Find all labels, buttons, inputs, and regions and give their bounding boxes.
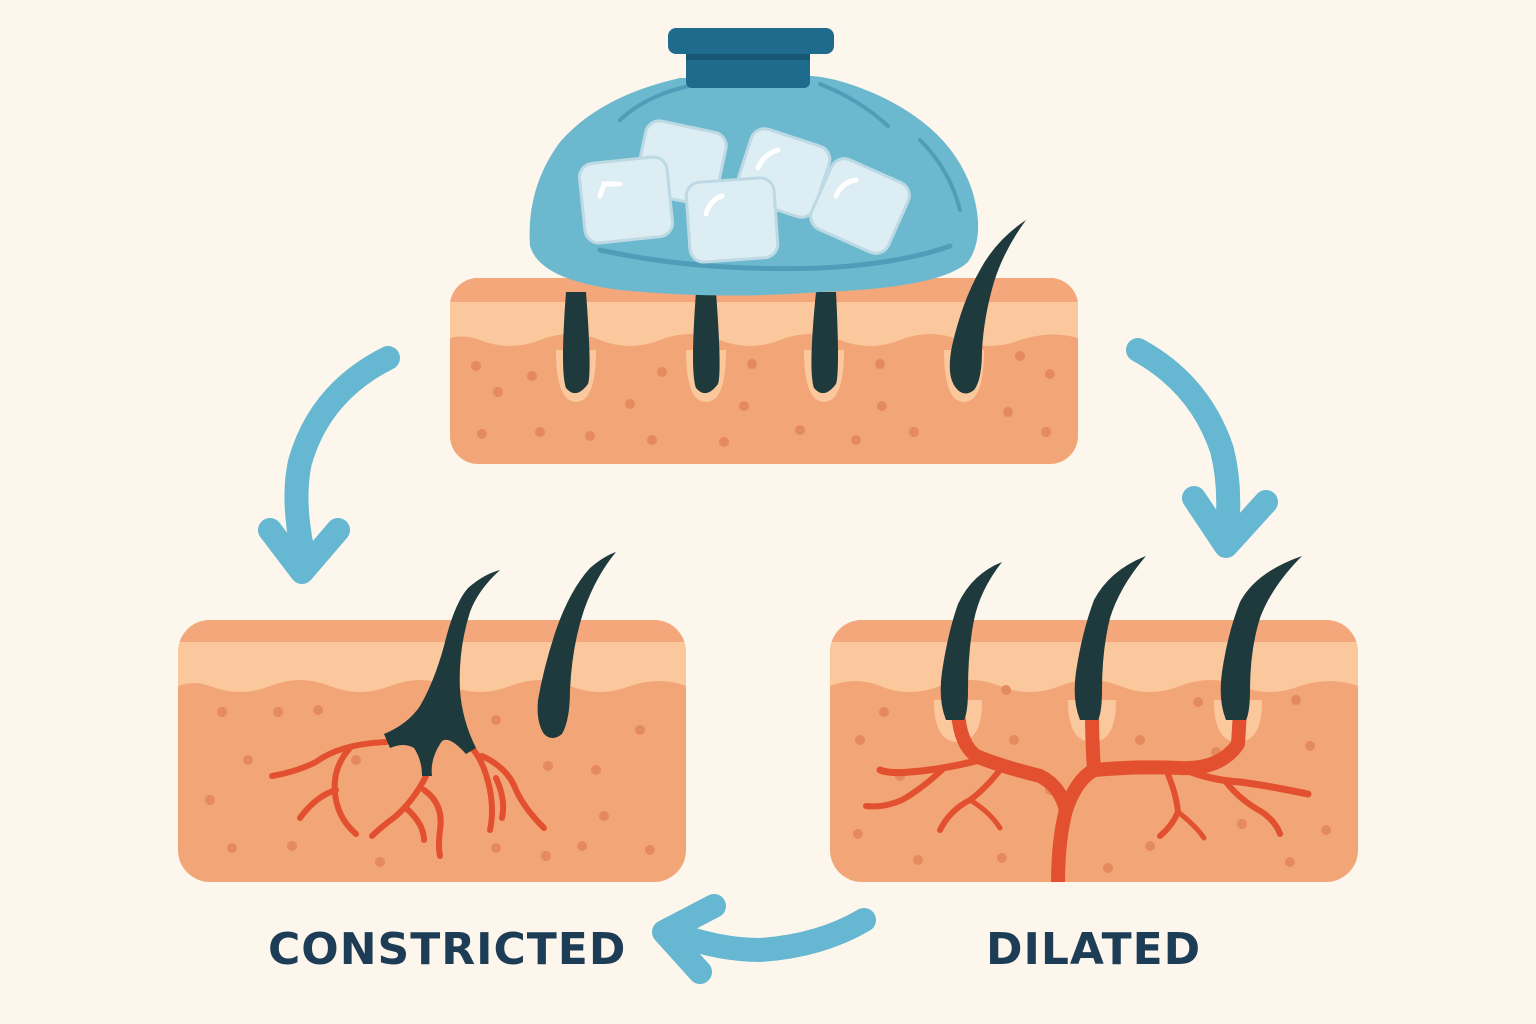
skin-surface-layer	[178, 620, 686, 642]
constricted-label: CONSTRICTED	[268, 924, 627, 975]
blood-vessel-icon	[863, 705, 1312, 882]
ice-highlights	[597, 147, 859, 217]
cycle-arrow-icon	[258, 346, 400, 584]
ice-pack-icon	[529, 28, 979, 296]
blood-vessel-icon	[269, 739, 547, 859]
skin-panel-constricted	[178, 552, 686, 882]
cycle-arrow-icon	[1126, 338, 1278, 558]
skin-pores	[471, 351, 1055, 447]
dilated-label: DILATED	[986, 924, 1202, 975]
ice-pack-cap	[668, 28, 834, 54]
skin-pores	[853, 685, 1331, 873]
skin-panel-top	[450, 220, 1078, 464]
skin-panel-dilated	[830, 556, 1358, 882]
hair-follicle-icon	[384, 552, 616, 776]
ice-cube-icon	[577, 119, 911, 264]
hair-follicle-icon	[563, 220, 1026, 394]
hair-follicle-icon	[940, 556, 1302, 720]
cycle-arrow-icon	[652, 894, 876, 984]
epidermis-layer	[450, 302, 1078, 346]
